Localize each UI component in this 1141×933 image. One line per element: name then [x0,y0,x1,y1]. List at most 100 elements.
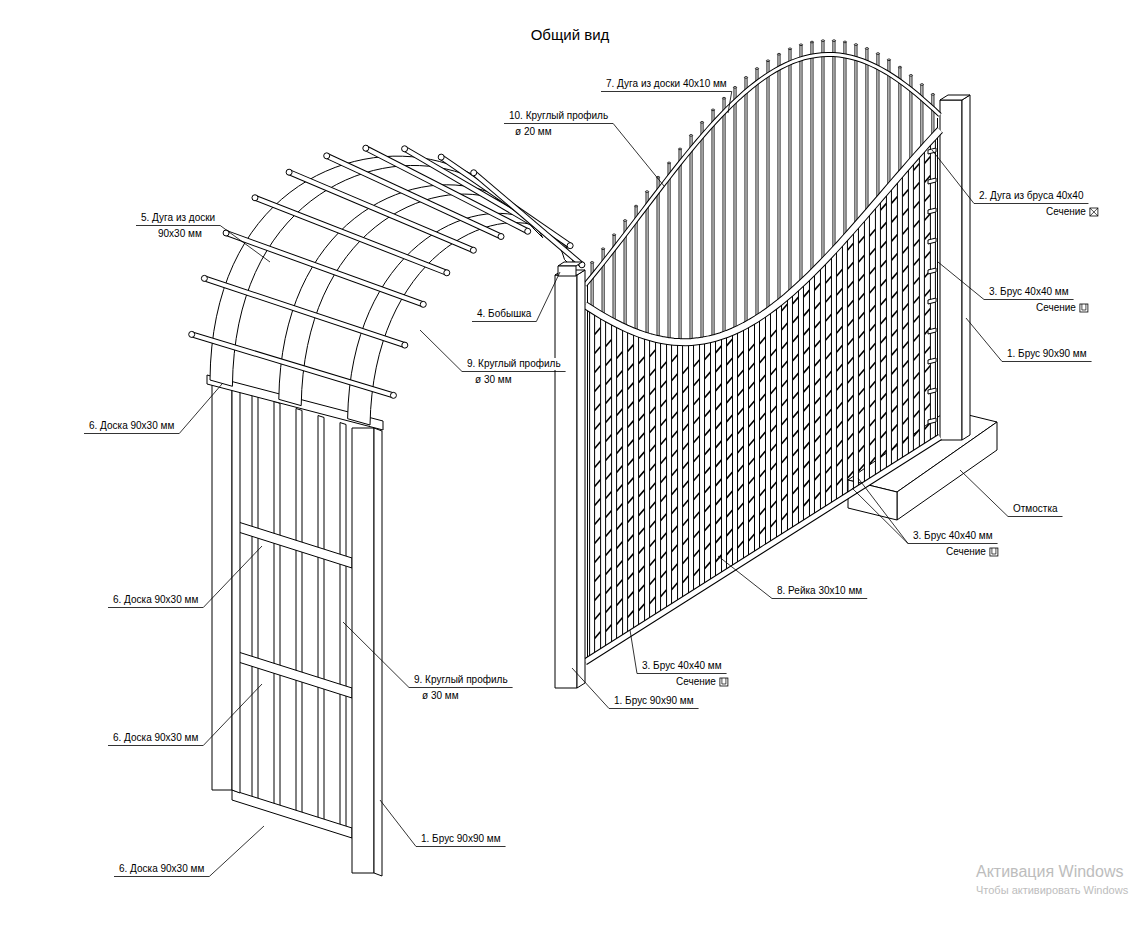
lattice-rung [770,425,776,432]
leader-line [728,92,732,114]
lattice-rung [858,388,864,395]
arch-group [189,145,585,425]
round-profile [591,262,594,306]
lattice-rung [606,435,612,442]
underline [504,123,613,124]
profile-tip [766,60,769,62]
callout-subtext: Сечение [675,676,717,688]
lattice-rung [639,395,645,402]
slat [886,190,891,470]
lattice-rung [705,505,711,512]
lattice-rung [672,355,678,362]
lattice-rung [628,516,634,523]
profile-tip [810,41,813,43]
slat [831,252,836,504]
lattice-rung [880,279,886,286]
lattice-rung [628,459,634,466]
lattice-rung [606,568,612,575]
callout-subtext: Сечение [1045,206,1087,218]
round-profile [777,54,780,300]
underline [462,371,566,372]
lattice-rung [858,369,864,376]
profile-tip [591,262,594,264]
underline [1002,361,1092,362]
profile-end [363,145,369,151]
lattice-rung [825,333,831,340]
section-symbol [990,548,998,556]
lattice-rung [869,400,875,407]
post-front [212,384,232,790]
lattice-rung [716,498,722,505]
slat [765,313,770,546]
board [232,650,352,698]
round-profile [811,42,812,270]
lattice-rung [902,208,908,215]
lattice-rung [595,328,601,335]
lattice-rung [716,536,722,543]
callout-subtext: ø 20 мм [514,126,553,138]
callout-label: 5. Дуга из доски [140,212,216,224]
slat [930,140,935,442]
round-profile [668,163,671,338]
lattice-rung [781,380,787,387]
lattice-rung [858,255,864,262]
lattice-rung [683,405,689,412]
board [232,790,352,838]
lattice-rung [639,471,645,478]
lattice-rung [847,357,853,364]
leader-line [572,668,609,709]
slat [776,305,781,539]
lattice-rung [716,403,722,410]
round-profile [646,192,649,334]
round-profile [745,77,748,322]
lattice-rung [803,347,809,354]
callout-subtext: ø 30 мм [474,374,513,386]
lattice-rung [672,431,678,438]
round-profile [745,77,746,322]
lattice-rung [628,573,634,580]
lattice-rung [606,492,612,499]
lattice-rung [880,317,886,324]
lattice-rung [606,454,612,461]
slat [875,202,880,476]
round-profile [226,233,423,304]
lattice-rung [792,316,798,323]
callout-label: 10. Круглый профиль [508,110,609,122]
lattice-rung [672,488,678,495]
callout-subtext: ø 30 мм [421,690,460,702]
lattice-rung [661,457,667,464]
s-arc-beam [585,130,940,342]
callout-label: 6. Доска 90x30 мм [112,732,199,744]
lattice-rung [792,411,798,418]
lattice-rung [749,344,755,351]
lattice-rung [661,533,667,540]
underline [108,607,203,608]
slat [700,343,705,588]
lattice-rung [913,239,919,246]
round-profile [591,262,592,306]
lattice-rung [705,391,711,398]
underline [136,225,220,226]
lattice-rung [825,428,831,435]
post-front [555,275,577,688]
lattice-rung [913,372,919,379]
leader-line [852,488,908,544]
underline [637,673,727,674]
round-profile [800,45,801,281]
round-profile [192,334,394,395]
section-symbol [720,678,728,686]
lattice-rung [628,402,634,409]
round-profile [877,54,878,198]
post-front [940,100,962,440]
lattice-rung [924,290,930,297]
lattice-rung [650,369,656,376]
round-profile [756,69,757,316]
lattice-rung [836,402,842,409]
lattice-rung [858,426,864,433]
leader-line [718,556,772,599]
profile-tip [909,75,912,77]
lattice-rung [705,543,711,550]
lattice-rung [727,339,733,346]
post-side [577,270,585,688]
